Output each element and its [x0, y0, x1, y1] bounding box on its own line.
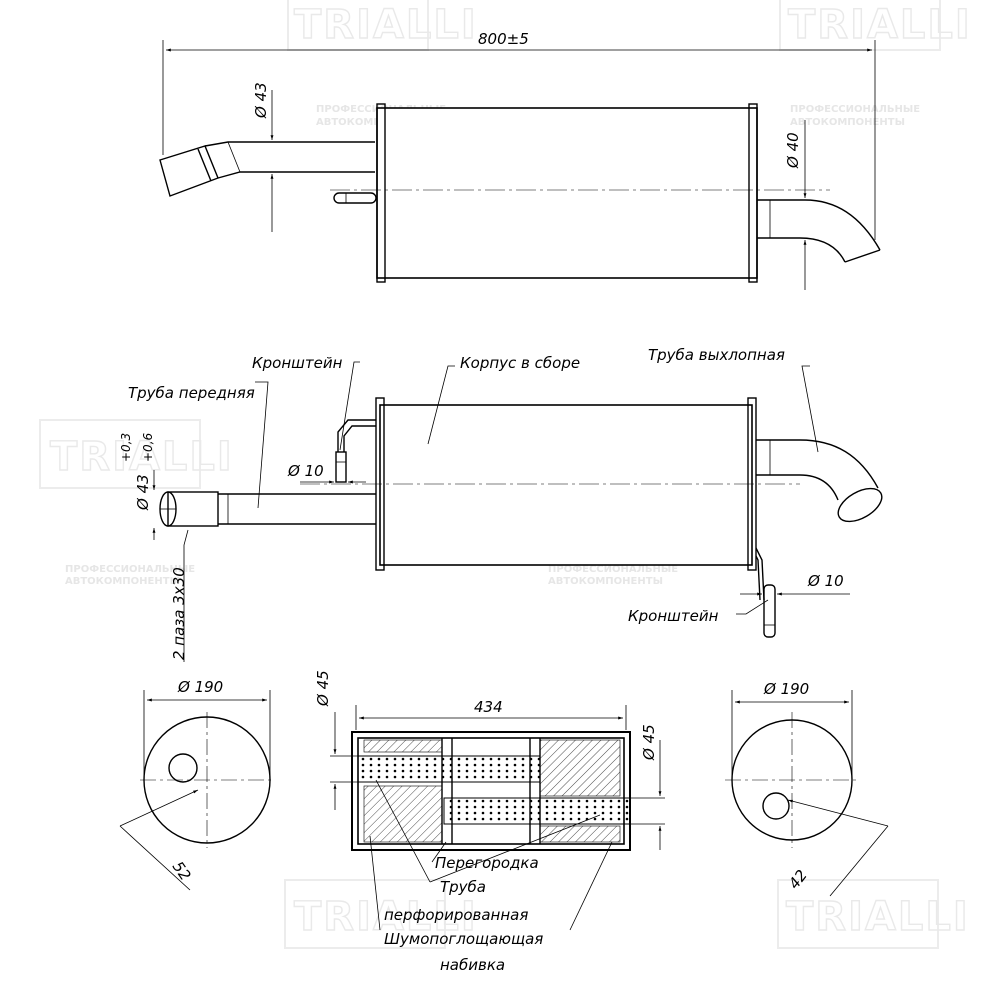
right-end-offset-dimension: 42	[785, 866, 811, 892]
watermark-tagline: АВТОКОМПОНЕНТЫ	[790, 117, 905, 128]
bracket-bottom	[755, 547, 776, 638]
bracket-top-dimension: Ø 10	[287, 462, 324, 480]
outlet-diameter-dimension: Ø 40	[784, 132, 802, 169]
top-view: 800±5 Ø 43	[159, 30, 881, 290]
muffler-body-side	[300, 397, 800, 571]
tolerance-upper: +0,3	[119, 433, 133, 462]
section-pipe-left-dimension: Ø 45	[314, 670, 332, 707]
label-fill-2: набивка	[440, 956, 505, 974]
inlet-dimension-side: Ø 43	[134, 474, 152, 511]
side-view: Ø 10 Ø 10 Труба передняя Кронштейн Корпу…	[119, 346, 883, 662]
top-bracket-stub	[333, 192, 377, 204]
tolerance-lower: +0,6	[141, 432, 155, 462]
watermark-bottom-right: TRIALLI	[777, 879, 970, 949]
watermark-brand: TRIALLI	[788, 2, 972, 48]
label-fill-1: Шумопоглощающая	[384, 930, 543, 948]
watermark-tagline: АВТОКОМПОНЕНТЫ	[316, 117, 431, 128]
label-pipe-1: Труба	[440, 878, 486, 896]
overall-length-dimension: 800±5	[478, 30, 529, 48]
inlet-diameter-dimension: Ø 43	[252, 82, 270, 119]
inlet-pipe	[159, 141, 375, 197]
label-pipe-2: перфорированная	[384, 906, 528, 924]
watermark-top-right: TRIALLI	[779, 0, 972, 51]
end-view-right: Ø 190 42	[725, 680, 889, 897]
front-pipe	[159, 491, 376, 527]
label-front-pipe: Труба передняя	[128, 384, 255, 402]
watermark-top-left: TRIALLI	[287, 0, 478, 51]
bracket-top	[335, 419, 376, 483]
slots-dimension: 2 паза 3x30	[170, 567, 188, 660]
watermark-brand: TRIALLI	[786, 894, 970, 940]
label-body: Корпус в сборе	[460, 354, 580, 372]
right-end-diameter-dimension: Ø 190	[763, 680, 809, 698]
watermark-tagline: ПРОФЕССИОНАЛЬНЫЕ	[548, 564, 678, 575]
section-length-dimension: 434	[474, 698, 503, 716]
label-bracket-bottom: Кронштейн	[628, 607, 719, 625]
exhaust-pipe	[756, 439, 883, 523]
end-view-left: Ø 190 52	[119, 678, 275, 891]
watermark-brand: TRIALLI	[294, 2, 478, 48]
left-end-diameter-dimension: Ø 190	[177, 678, 223, 696]
watermark-tagline: АВТОКОМПОНЕНТЫ	[65, 576, 180, 587]
bracket-bottom-dimension: Ø 10	[807, 572, 844, 590]
left-end-offset-dimension: 52	[169, 858, 195, 884]
section-pipe-right-dimension: Ø 45	[640, 724, 658, 761]
label-bracket-top: Кронштейн	[252, 354, 343, 372]
watermark-tagline: ПРОФЕССИОНАЛЬНЫЕ	[65, 564, 195, 575]
watermark-mid-left: TRIALLI	[39, 419, 234, 489]
watermark-bottom-left: TRIALLI	[284, 879, 478, 949]
label-exhaust-pipe: Труба выхлопная	[648, 346, 785, 364]
watermark-brand: TRIALLI	[294, 894, 478, 940]
outlet-pipe-top	[757, 199, 881, 263]
watermark-tagline: ПРОФЕССИОНАЛЬНЫЕ	[790, 104, 920, 115]
section-view: 434 Ø 45 Ø 45 Перегородка Труба перфорир…	[314, 670, 665, 974]
watermark-tagline: АВТОКОМПОНЕНТЫ	[548, 576, 663, 587]
watermark-brand: TRIALLI	[50, 434, 234, 480]
label-baffle: Перегородка	[435, 854, 539, 872]
muffler-body-top	[330, 103, 830, 283]
